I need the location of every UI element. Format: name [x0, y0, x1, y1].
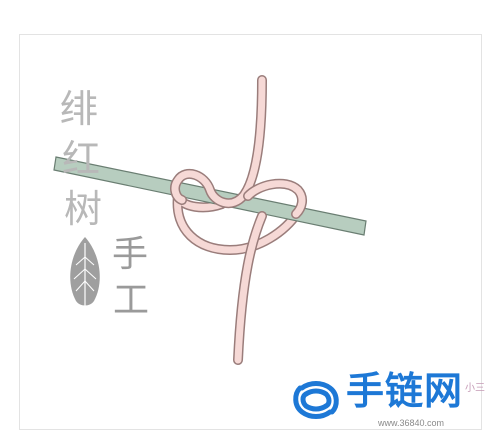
cord-front [170, 75, 308, 365]
diagram-frame [19, 34, 482, 430]
watermark-brand-char: 绯 [60, 87, 99, 131]
watermark-brand-char: 红 [62, 137, 101, 181]
site-logo-text: 手链网 [346, 369, 464, 413]
leaf-icon [70, 237, 100, 311]
watermark-brand-char: 树 [64, 187, 103, 231]
site-url: www.36840.com [378, 418, 445, 428]
cord-lower-loop [172, 193, 303, 256]
watermark-craft-char: 手 [112, 234, 149, 275]
watermark-craft-char: 工 [113, 280, 150, 321]
knot-logo-icon [293, 381, 339, 419]
logo-tail-text: 小三 [465, 383, 485, 394]
